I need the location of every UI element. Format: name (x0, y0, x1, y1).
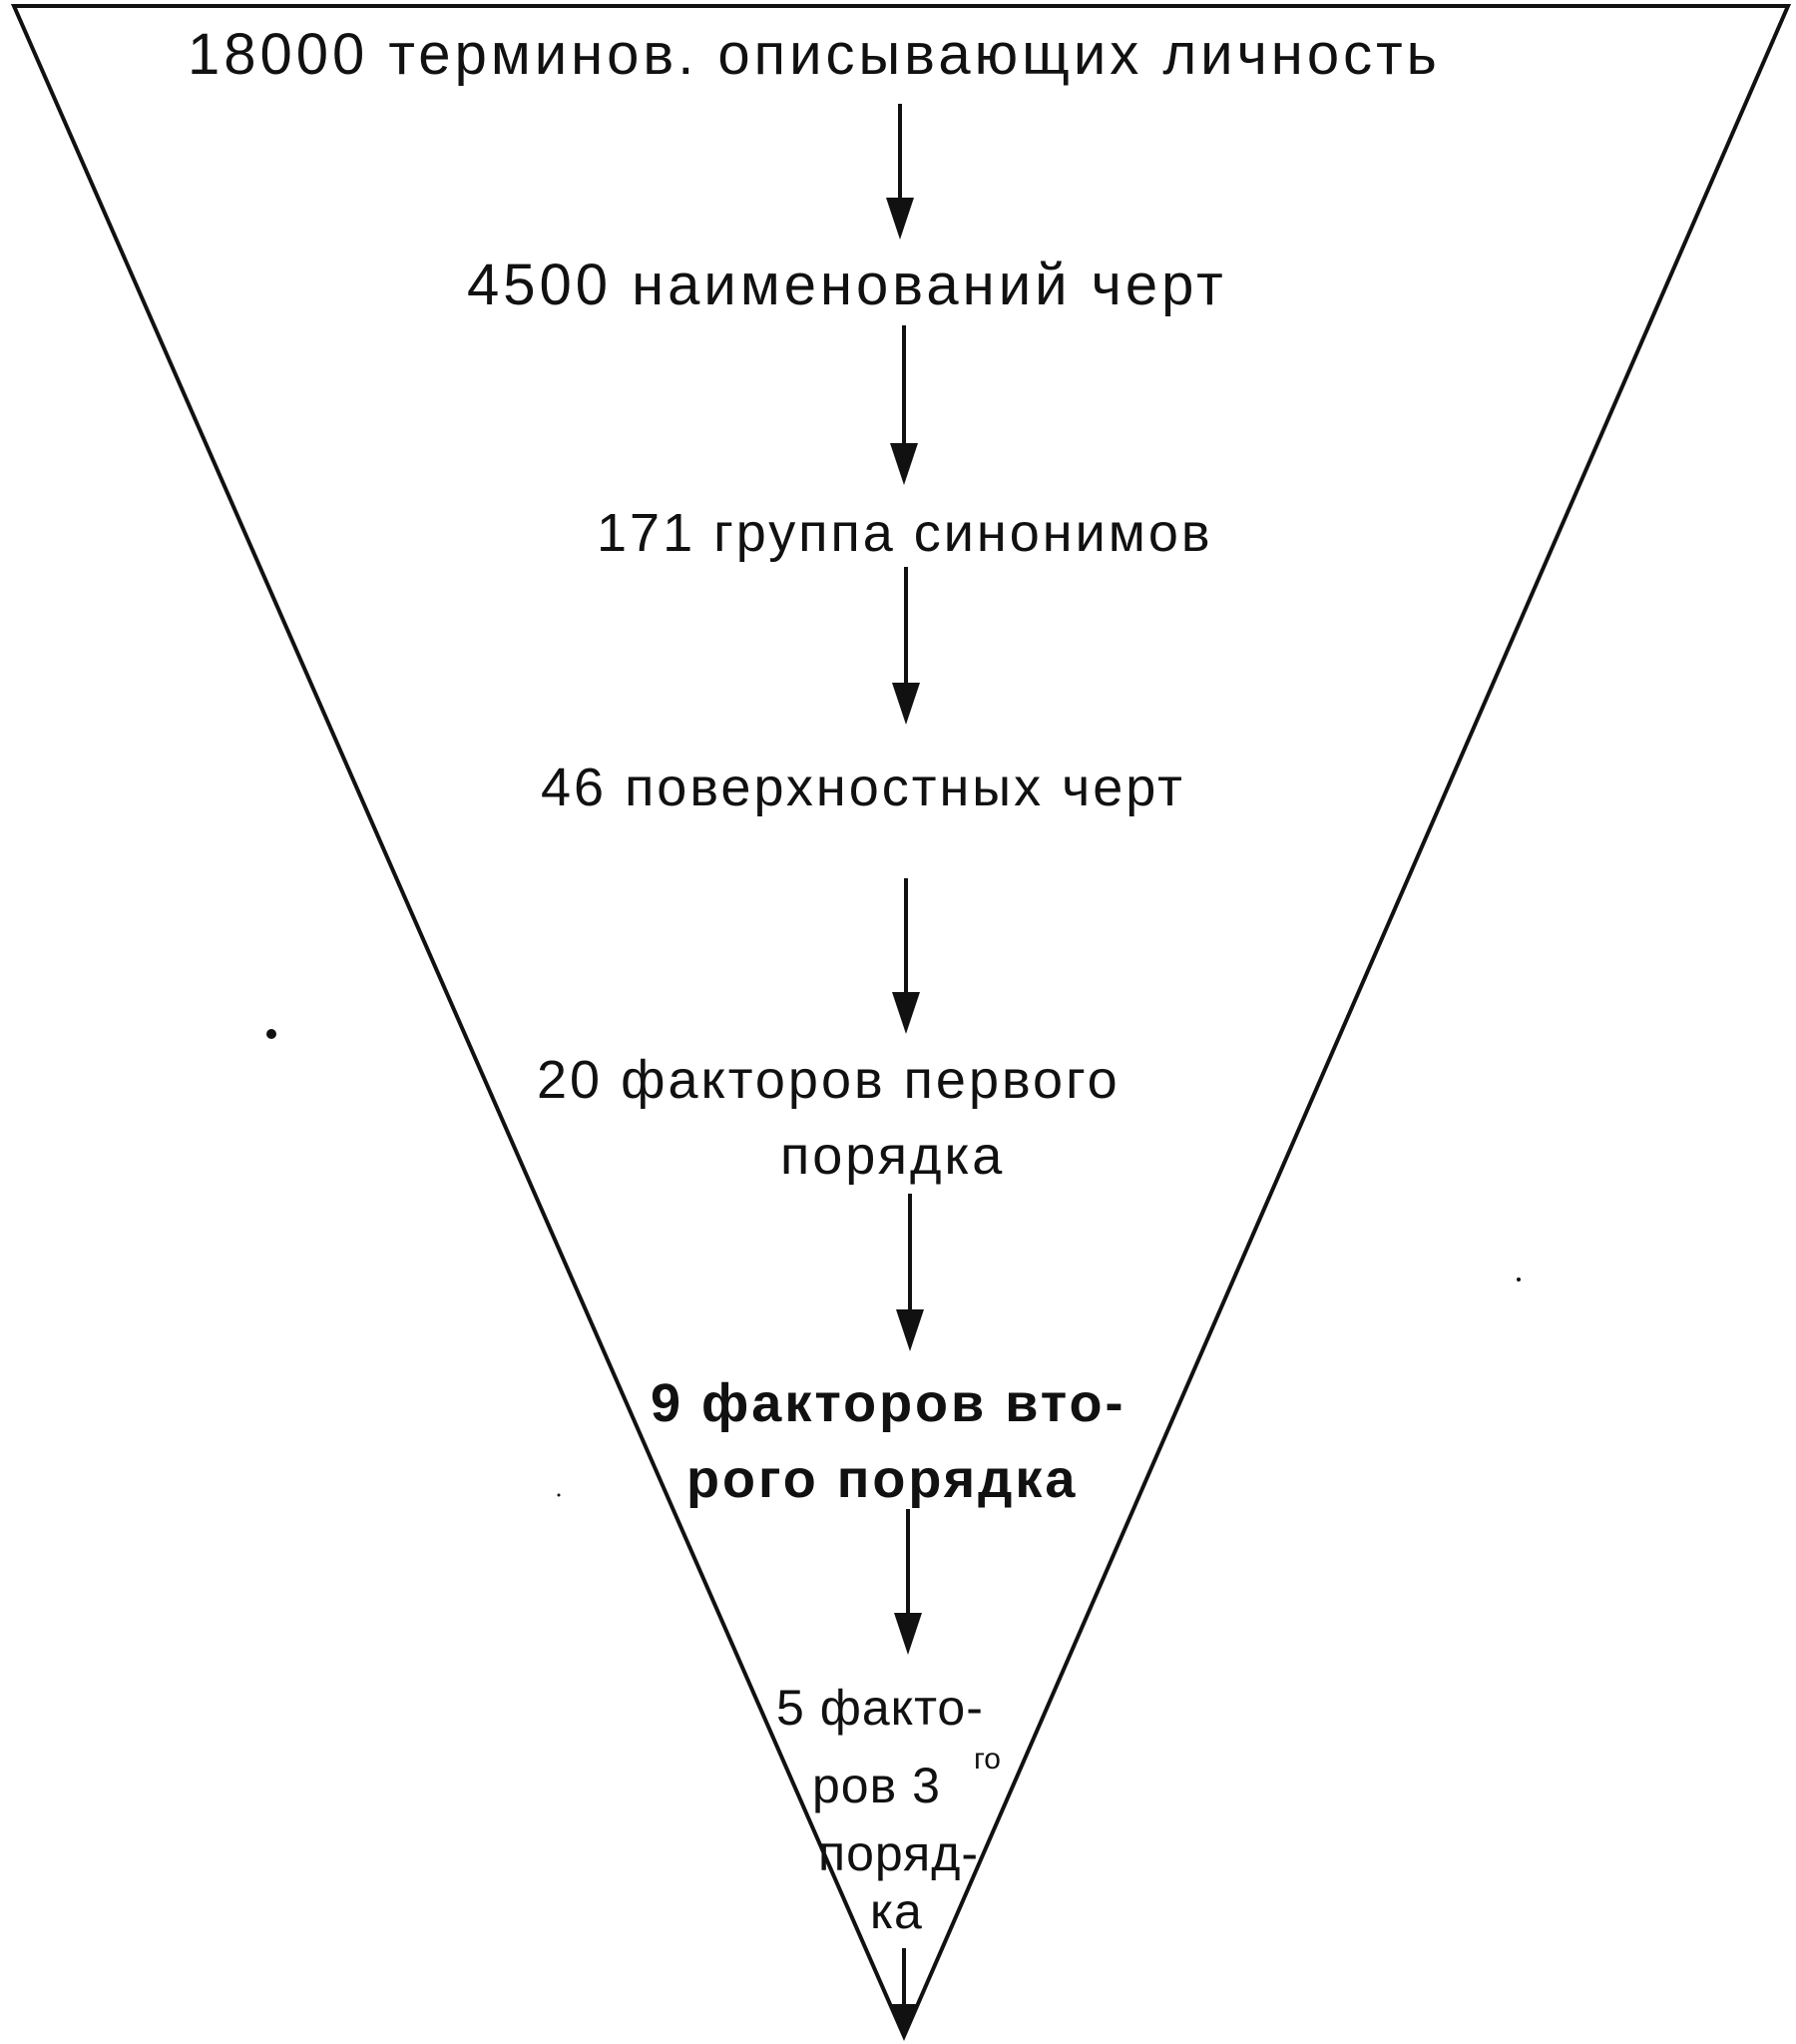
level-7-line-2: ров 3 (812, 1758, 941, 1813)
level-4-line-1: 46 поверхностных черт (541, 758, 1185, 817)
level-5-line-2: порядка (780, 1126, 1005, 1186)
level-7-line-4: ка (870, 1883, 923, 1939)
level-7-line-3: поряд- (818, 1825, 979, 1881)
level-3-line-1: 171 группа синонимов (597, 503, 1213, 563)
level-7-superscript: го (974, 1743, 1001, 1776)
triangle-outline (10, 3, 1792, 2041)
stray-dot (266, 1029, 276, 1039)
arrow-6-to-7 (894, 1509, 922, 1655)
level-5-line-1: 20 факторов первого (537, 1050, 1121, 1110)
arrow-5-to-6 (896, 1194, 924, 1351)
stray-dot (557, 1493, 561, 1497)
level-6-line-2: рого порядка (686, 1449, 1078, 1509)
level-7-line-1: 5 факто- (776, 1680, 984, 1736)
arrow-3-to-4 (892, 567, 920, 725)
arrow-4-to-5 (892, 878, 920, 1034)
level-6-line-1: 9 факторов вто- (651, 1373, 1125, 1433)
arrow-1-to-2 (886, 104, 914, 240)
arrow-2-to-3 (890, 325, 918, 485)
level-1-line-1: 18000 терминов. описывающих личность (188, 22, 1441, 87)
level-2-line-1: 4500 наименований черт (467, 253, 1227, 317)
stray-dot (1517, 1278, 1521, 1281)
arrow-7-to-apex (892, 1948, 916, 2040)
